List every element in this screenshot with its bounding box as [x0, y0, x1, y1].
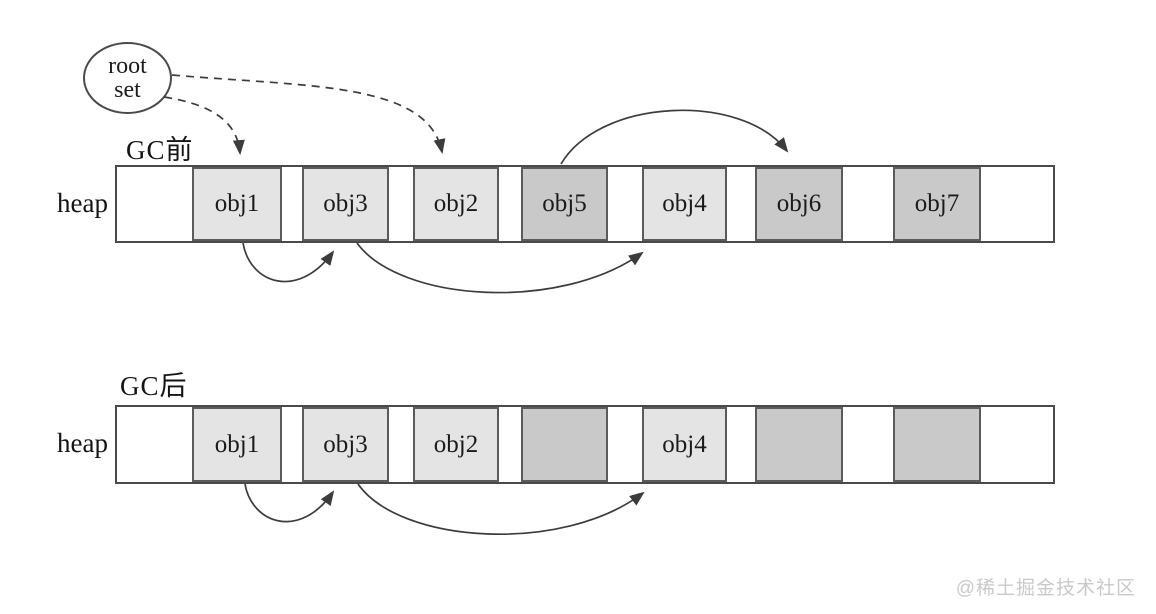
section-title-after-gc: GC后 [120, 371, 188, 401]
heap-block-obj5: obj5 [521, 167, 608, 241]
watermark: @稀土掘金技术社区 [955, 578, 1136, 599]
arrow-obj1-to-obj3-after-icon [244, 483, 335, 523]
heap-block-reclaimed-slot [521, 407, 608, 482]
heap-block-reclaimed-slot [755, 407, 843, 482]
heap-label-after: heap [57, 428, 108, 458]
root-set-label-line1: root [108, 52, 147, 79]
heap-block-obj7: obj7 [893, 167, 981, 241]
heap-block-obj3: obj3 [302, 407, 389, 482]
root-set-circle: root set [83, 42, 172, 114]
heap-block-obj1: obj1 [192, 167, 282, 241]
arrow-obj3-to-obj4-after-icon [357, 483, 645, 535]
section-title-before-gc: GC前 [126, 135, 194, 165]
heap-block-obj6: obj6 [755, 167, 843, 241]
heap-block-obj4: obj4 [642, 407, 727, 482]
heap-block-obj4: obj4 [642, 167, 727, 241]
heap-row-before-gc: obj1 obj3 obj2 obj5 obj4 obj6 obj7 [115, 165, 1055, 243]
arrow-root-to-obj2-icon [171, 74, 446, 155]
root-set-label-line2: set [114, 77, 141, 103]
heap-row-after-gc: obj1 obj3 obj2 obj4 [115, 405, 1055, 484]
arrow-obj5-to-obj6-icon [560, 109, 789, 165]
heap-block-reclaimed-slot [893, 407, 981, 482]
heap-block-obj2: obj2 [413, 407, 499, 482]
heap-block-obj2: obj2 [413, 167, 499, 241]
arrow-obj3-to-obj4-before-icon [356, 242, 644, 294]
heap-block-obj1: obj1 [192, 407, 282, 482]
arrow-obj1-to-obj3-before-icon [242, 242, 335, 283]
heap-label-before: heap [57, 188, 108, 218]
heap-block-obj3: obj3 [302, 167, 389, 241]
